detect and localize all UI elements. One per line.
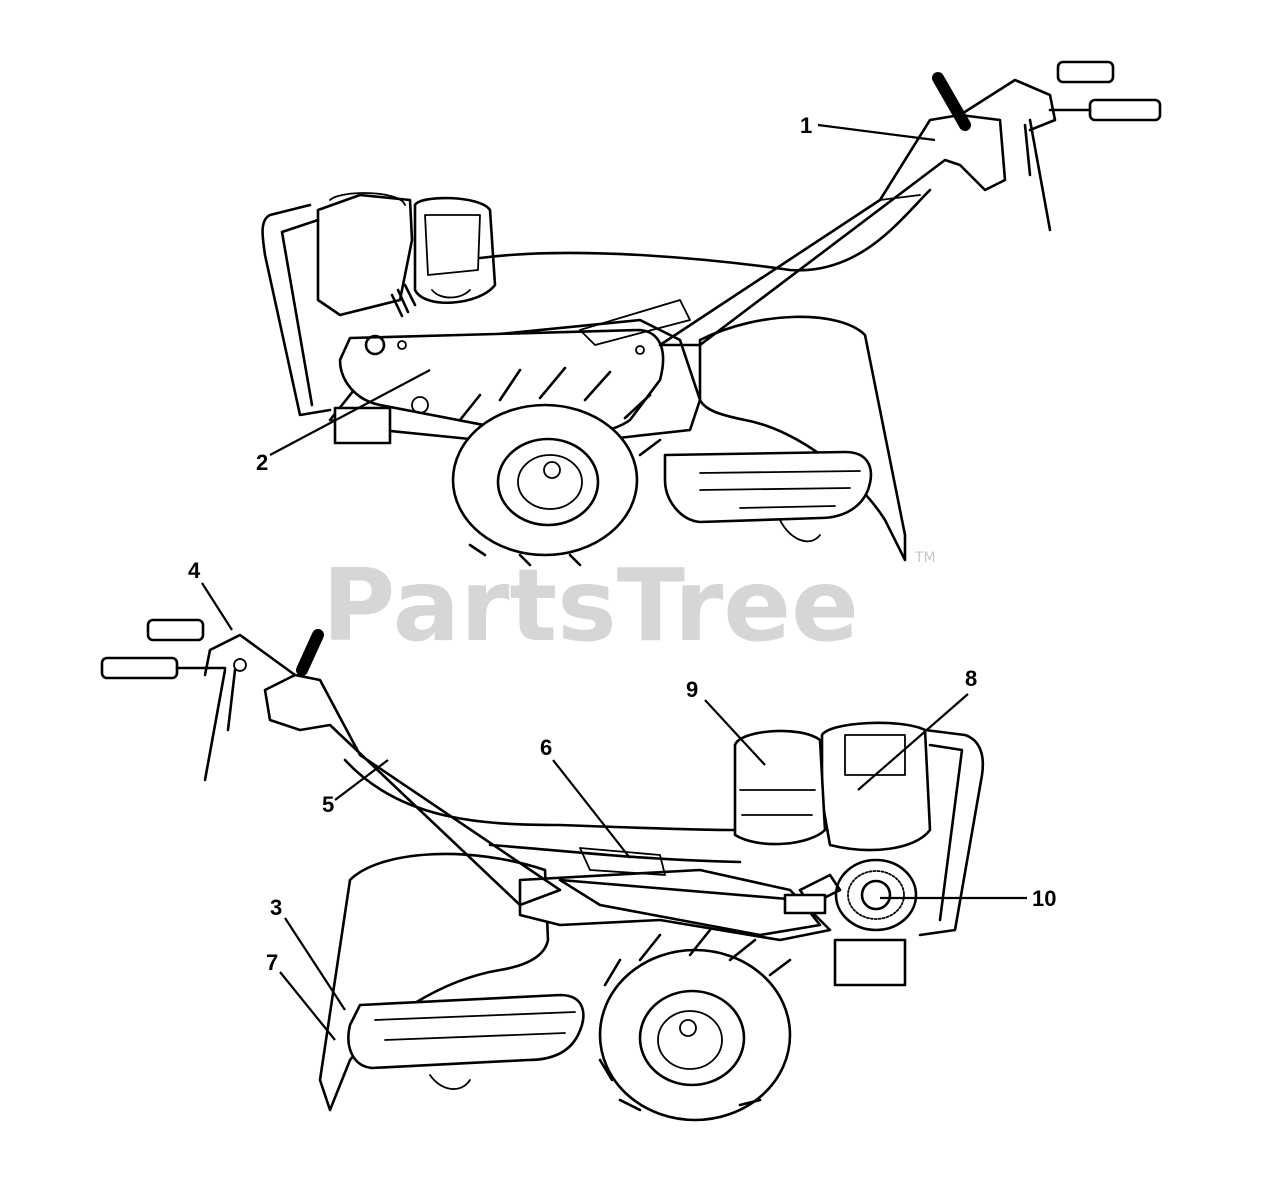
leader-lines xyxy=(201,123,1027,1041)
callout-10: 10 xyxy=(1032,886,1056,911)
leader-7 xyxy=(279,971,336,1041)
grip-upper-top xyxy=(1056,60,1115,84)
wheel-top xyxy=(451,403,639,557)
handle-bar-top xyxy=(658,113,1007,347)
hood-side-shield-bottom xyxy=(347,993,585,1070)
callout-8: 8 xyxy=(965,666,977,691)
callout-labels: 1 2 3 4 5 6 7 8 9 10 xyxy=(188,113,1056,975)
callout-1: 1 xyxy=(800,113,812,138)
fuel-tank-top xyxy=(413,196,497,305)
control-cable-top xyxy=(478,188,932,272)
wheel-bottom xyxy=(598,948,792,1122)
shift-lever-top xyxy=(932,72,971,131)
leader-6 xyxy=(552,759,631,859)
bumper-bottom xyxy=(918,728,985,937)
grip-lower-bottom xyxy=(100,656,179,680)
bumper-block-top xyxy=(333,406,392,445)
bumper-block-bottom xyxy=(833,938,907,987)
shift-lever-bottom xyxy=(296,629,324,676)
leader-9 xyxy=(704,699,766,766)
leader-5 xyxy=(334,759,389,801)
watermark-text: PartsTree xyxy=(322,547,859,664)
engine-bottom xyxy=(820,721,932,852)
grip-upper-bottom xyxy=(146,618,205,642)
callout-6: 6 xyxy=(540,735,552,760)
tine-hood-top xyxy=(698,315,907,562)
belt-cover-bottom xyxy=(558,878,822,937)
hood-side-shield-top xyxy=(663,450,873,524)
callout-4: 4 xyxy=(188,558,201,583)
control-cable-bottom xyxy=(343,758,737,832)
grip-lower-top xyxy=(1088,98,1162,122)
callout-2: 2 xyxy=(256,450,268,475)
callout-5: 5 xyxy=(322,792,334,817)
tiller-bottom-view xyxy=(100,618,985,1122)
engine-top xyxy=(316,193,414,317)
tine-hood-bottom xyxy=(318,852,550,1112)
leader-4 xyxy=(201,582,233,631)
leader-2 xyxy=(269,369,431,456)
handle-bar-bottom xyxy=(263,673,562,907)
callout-7: 7 xyxy=(266,950,278,975)
leader-1 xyxy=(817,123,936,142)
tiller-top-view xyxy=(261,60,1162,567)
callout-9: 9 xyxy=(686,677,698,702)
watermark-trademark: TM xyxy=(914,550,936,566)
callout-3: 3 xyxy=(270,895,282,920)
bumper-top xyxy=(261,203,332,417)
leader-8 xyxy=(857,693,969,791)
leader-3 xyxy=(284,917,346,1011)
